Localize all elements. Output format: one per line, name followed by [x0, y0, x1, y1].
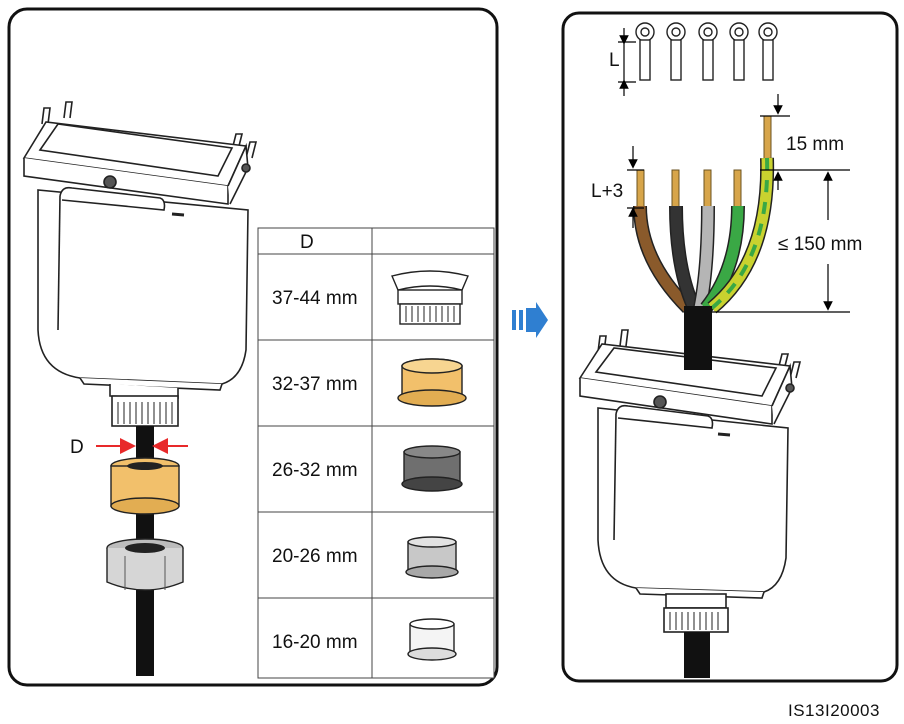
terminal-length-label: L	[609, 50, 620, 71]
cable-gland-assembly	[106, 395, 184, 676]
terminal-icon	[729, 22, 749, 81]
maintenance-compartment-right	[578, 329, 802, 599]
pe-extra-dimension	[760, 94, 850, 190]
figure-code: IS13I20003	[788, 701, 880, 720]
table-header-d: D	[300, 232, 314, 253]
yellow-seal-ring-icon	[397, 358, 467, 407]
terminal-icon	[635, 22, 655, 81]
ot-terminals	[635, 22, 778, 81]
right-panel: L	[561, 11, 899, 683]
right-arrow-icon	[512, 302, 548, 338]
terminal-icon	[666, 22, 686, 81]
seal-table: D 37-44 mm 32-37 mm 26-32 mm 20-26 mm 16…	[257, 227, 495, 679]
terminal-icon	[758, 22, 778, 81]
strip-length-dimension	[627, 146, 644, 228]
diameter-marker: D	[70, 437, 188, 458]
max-length-label: ≤ 150 mm	[778, 234, 862, 255]
table-row-range: 32-37 mm	[272, 374, 358, 395]
terminal-length-dimension	[618, 28, 636, 96]
pe-extra-label: 15 mm	[786, 134, 844, 155]
terminal-icon	[698, 22, 718, 81]
table-row-range: 16-20 mm	[272, 632, 358, 653]
light-gray-seal-ring-icon	[405, 536, 459, 579]
table-row-range: 20-26 mm	[272, 546, 358, 567]
table-row-range: 26-32 mm	[272, 460, 358, 481]
white-seal-ring-icon	[407, 618, 457, 661]
cable-gland-bottom	[663, 593, 729, 678]
maintenance-compartment-left	[22, 101, 258, 399]
table-row-range: 37-44 mm	[272, 288, 358, 309]
seal-with-adapter-icon	[391, 270, 469, 325]
strip-length-label: L+3	[591, 181, 623, 202]
dark-gray-seal-ring-icon	[401, 445, 463, 492]
left-panel: D D 37-44 mm 32-37 mm 26-32 mm 20-26 mm …	[7, 7, 499, 687]
stripped-cable	[633, 115, 775, 386]
max-length-dimension	[712, 171, 850, 313]
diameter-label: D	[70, 437, 84, 458]
